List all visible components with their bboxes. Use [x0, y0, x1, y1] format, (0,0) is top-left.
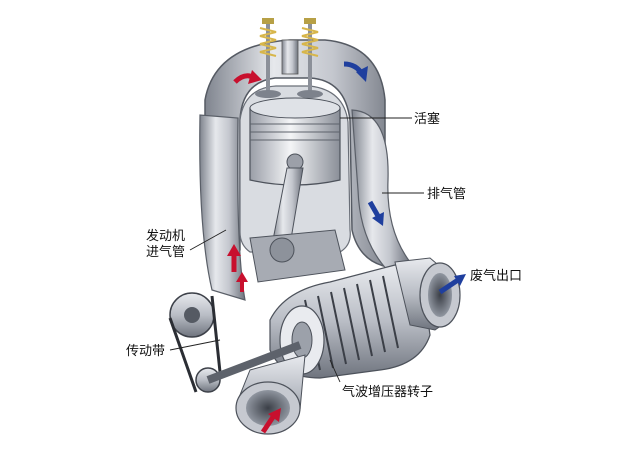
label-intake-line1: 发动机 — [146, 229, 186, 244]
intake-flow-arrows — [227, 70, 281, 434]
belt-drive — [168, 292, 302, 393]
blue-arrow-icon — [454, 274, 466, 286]
spring-icon — [301, 27, 319, 57]
intake-inlet-duct — [235, 354, 306, 435]
red-arrow-icon — [268, 408, 281, 422]
blue-arrow-icon — [356, 66, 368, 82]
piston — [249, 97, 341, 186]
label-belt: 传动带 — [126, 344, 166, 359]
label-intake-line2: 进气管 — [146, 245, 186, 260]
exhaust-outlet-duct — [394, 257, 461, 331]
label-piston: 活塞 — [414, 112, 441, 127]
red-arrow-icon — [227, 244, 241, 256]
supercharger-rotor — [269, 264, 431, 379]
label-exhaust-outlet: 废气出口 — [470, 269, 523, 284]
valve-assembly — [255, 18, 323, 98]
red-arrow-icon — [236, 272, 248, 282]
exhaust-flow-arrows — [343, 61, 466, 295]
spring-icon — [259, 27, 277, 57]
connecting-rod — [249, 167, 346, 283]
red-arrow-icon — [248, 70, 262, 84]
leader-lines — [169, 117, 424, 383]
blue-arrow-icon — [372, 212, 384, 226]
label-exhaust-pipe: 排气管 — [427, 187, 467, 202]
intake-pipe — [199, 114, 246, 301]
label-rotor: 气波增压器转子 — [342, 385, 434, 400]
exhaust-pipe — [351, 109, 411, 283]
